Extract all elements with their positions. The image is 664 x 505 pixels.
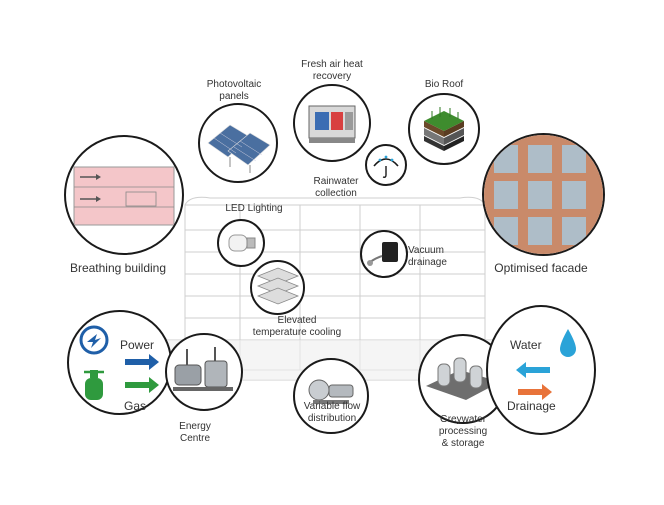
breathing-building-circle bbox=[64, 135, 184, 255]
air-handling-unit-icon bbox=[308, 105, 356, 143]
gas-cylinder-icon bbox=[84, 370, 104, 400]
vacuum-unit-icon bbox=[367, 242, 398, 266]
power-label: Power bbox=[120, 338, 155, 352]
bio-roof-label: Bio Roof bbox=[424, 79, 464, 90]
power-gas-circle bbox=[67, 310, 172, 415]
pump-icon bbox=[308, 379, 354, 404]
variable-flow-circle bbox=[293, 358, 369, 434]
optimised-facade-circle bbox=[482, 133, 605, 256]
elevated-temperature-cooling-circle bbox=[250, 260, 305, 315]
fresh-air-heat-recovery-circle bbox=[293, 84, 371, 162]
green-roof-layers-icon bbox=[424, 107, 464, 151]
water-label: Water bbox=[510, 338, 542, 352]
power-icon bbox=[79, 325, 109, 355]
energy-centre-circle bbox=[165, 333, 243, 411]
water-drainage-icons bbox=[516, 329, 576, 400]
led-bulb-icon bbox=[228, 234, 256, 252]
solar-panel-icon bbox=[207, 124, 271, 173]
umbrella-icon bbox=[373, 155, 399, 178]
arrow-right-icon bbox=[125, 354, 159, 393]
cooling-mesh-icon bbox=[256, 267, 300, 305]
drainage-label: Drainage bbox=[507, 399, 556, 413]
led-lighting-circle bbox=[217, 219, 265, 267]
arrow-left-icon bbox=[516, 362, 552, 400]
led-lighting-label: LED Lighting bbox=[225, 203, 283, 214]
greywater-tanks-icon bbox=[426, 357, 500, 400]
optimised-facade-label: Optimised facade bbox=[494, 261, 588, 275]
vacuum-drainage-circle bbox=[360, 230, 408, 278]
water-drainage-circle bbox=[486, 305, 596, 435]
photovoltaic-panels-circle bbox=[198, 103, 278, 183]
facade-panel-icon bbox=[484, 135, 603, 254]
breathing-building-label: Breathing building bbox=[69, 261, 167, 275]
gas-label: Gas bbox=[124, 399, 147, 413]
building-ventilation-icon bbox=[73, 166, 175, 226]
power-gas-icons bbox=[79, 325, 159, 400]
bio-roof-circle bbox=[408, 93, 480, 165]
rainwater-circle bbox=[365, 144, 407, 186]
water-drop-icon bbox=[560, 329, 576, 357]
energy-centre-machinery-icon bbox=[173, 347, 233, 391]
